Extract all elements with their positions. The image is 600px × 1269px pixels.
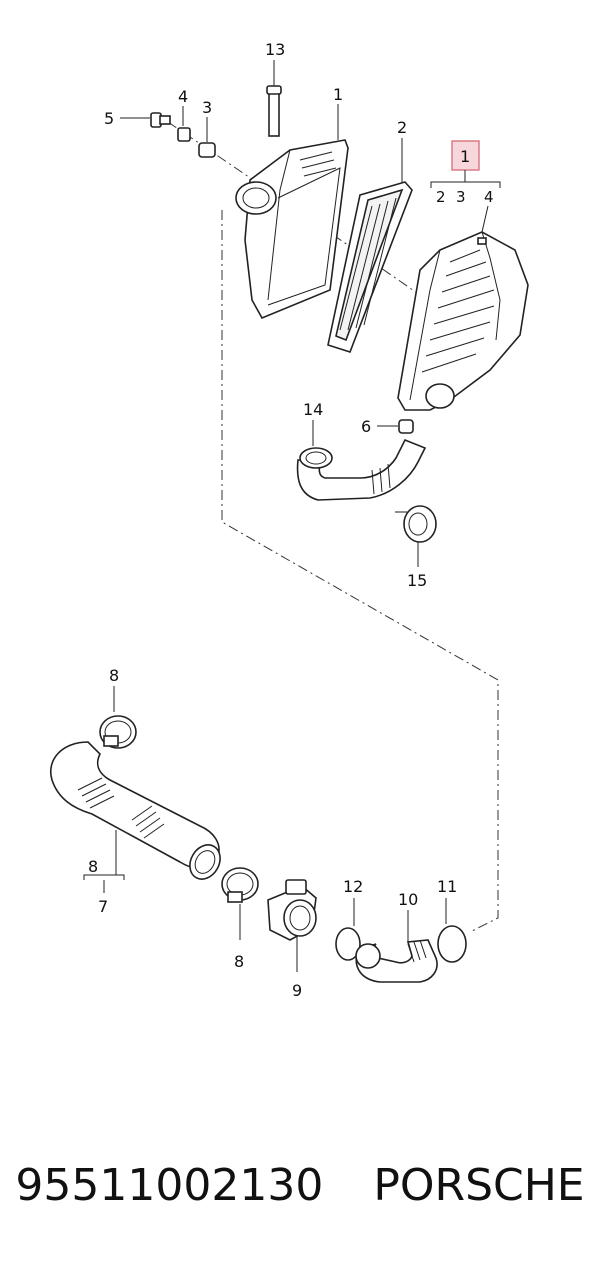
part-8-clamp-lower xyxy=(221,867,259,940)
callout-5: 5 xyxy=(104,109,114,128)
callout-3-grommet: 3 xyxy=(202,98,212,117)
part-12-seal xyxy=(335,898,361,961)
part-1-housing-lid xyxy=(235,104,349,320)
part-7-hose xyxy=(49,741,221,893)
callout-11: 11 xyxy=(437,877,457,896)
callout-8-lower: 8 xyxy=(234,952,244,971)
callout-14: 14 xyxy=(303,400,323,419)
part-14-intake-duct xyxy=(296,420,427,501)
part-5-screw xyxy=(120,112,171,128)
part-8-clamp-upper xyxy=(99,686,137,749)
part-15-seal xyxy=(395,505,437,567)
part-3-grommet xyxy=(198,117,216,158)
callout-4-spacer: 4 xyxy=(178,87,188,106)
part-9-airflow-sensor xyxy=(267,879,317,972)
footer-caption: 95511002130 PORSCHE xyxy=(0,1150,600,1220)
callout-2-sub: 2 xyxy=(436,188,446,206)
callout-labels: 13 1 4 3 5 2 1 2 3 4 14 6 15 8 8 7 8 9 1… xyxy=(88,40,494,1000)
part-2-filter-element xyxy=(327,138,413,353)
part-11-seal xyxy=(437,898,467,963)
callout-1-lid: 1 xyxy=(333,85,343,104)
callout-1-assembly: 1 xyxy=(460,147,470,166)
callout-13: 13 xyxy=(265,40,285,59)
assembly-callout-box xyxy=(430,140,501,233)
callout-8-upper: 8 xyxy=(109,666,119,685)
callout-12: 12 xyxy=(343,877,363,896)
callout-6: 6 xyxy=(361,417,371,436)
callout-7: 7 xyxy=(98,897,108,916)
callout-2-filter: 2 xyxy=(397,118,407,137)
part-10-elbow xyxy=(355,910,438,983)
part-4-spacer xyxy=(177,106,191,142)
callout-4-sub: 4 xyxy=(484,188,494,206)
callout-3-sub: 3 xyxy=(456,188,466,206)
part-1-housing-lower xyxy=(397,231,529,411)
callout-10: 10 xyxy=(398,890,418,909)
part-13-bolt xyxy=(266,60,282,137)
part-6-grommet xyxy=(377,419,414,434)
part-number: 95511002130 xyxy=(15,1159,324,1211)
callout-9: 9 xyxy=(292,981,302,1000)
callout-8-bracket: 8 xyxy=(88,857,98,876)
callout-15: 15 xyxy=(407,571,427,590)
brand-name: PORSCHE xyxy=(373,1159,585,1211)
